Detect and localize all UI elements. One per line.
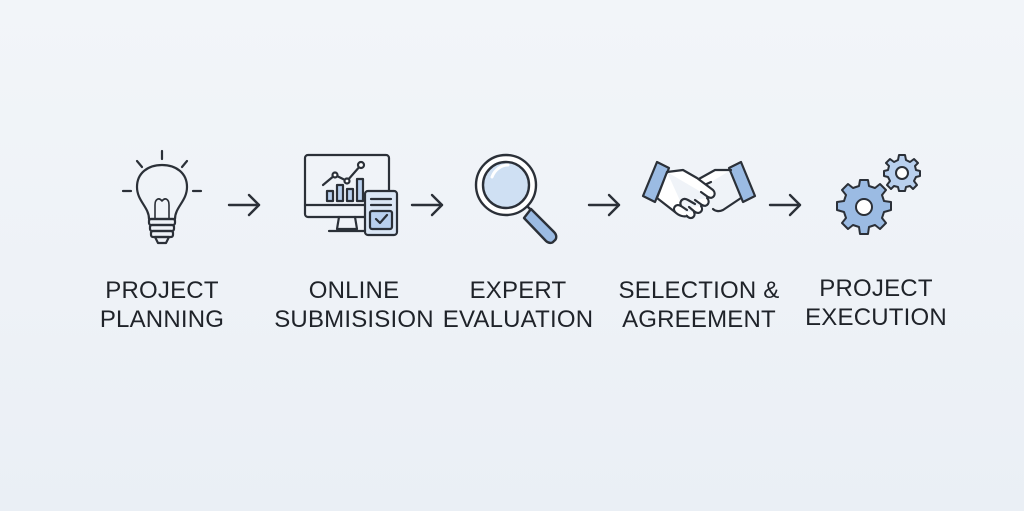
- gears-icon: [836, 154, 921, 235]
- step-label: SELECTION & AGREEMENT: [618, 277, 780, 333]
- handshake-icon: [641, 160, 757, 220]
- arrow-right-icon: [227, 193, 261, 217]
- step-expert-evaluation: EXPERT EVALUATION: [428, 146, 608, 334]
- step-label: EXPERT EVALUATION: [442, 277, 594, 333]
- step-project-planning: PROJECT PLANNING: [72, 146, 252, 334]
- step-selection-agreement: SELECTION & AGREEMENT: [609, 146, 789, 334]
- step-label: ONLINE SUBMISISION: [274, 277, 434, 333]
- lightbulb-icon: [121, 149, 203, 245]
- step-label: PROJECT EXECUTION: [805, 275, 947, 331]
- step-online-submission: ONLINE SUBMISISION: [264, 146, 444, 334]
- step-label: PROJECT PLANNING: [99, 277, 225, 333]
- arrow-right-icon: [768, 193, 802, 217]
- magnifier-icon: [474, 153, 558, 245]
- step-project-execution: PROJECT EXECUTION: [786, 146, 966, 332]
- arrow-right-icon: [587, 193, 621, 217]
- arrow-right-icon: [410, 193, 444, 217]
- monitor-chart-icon: [303, 153, 399, 237]
